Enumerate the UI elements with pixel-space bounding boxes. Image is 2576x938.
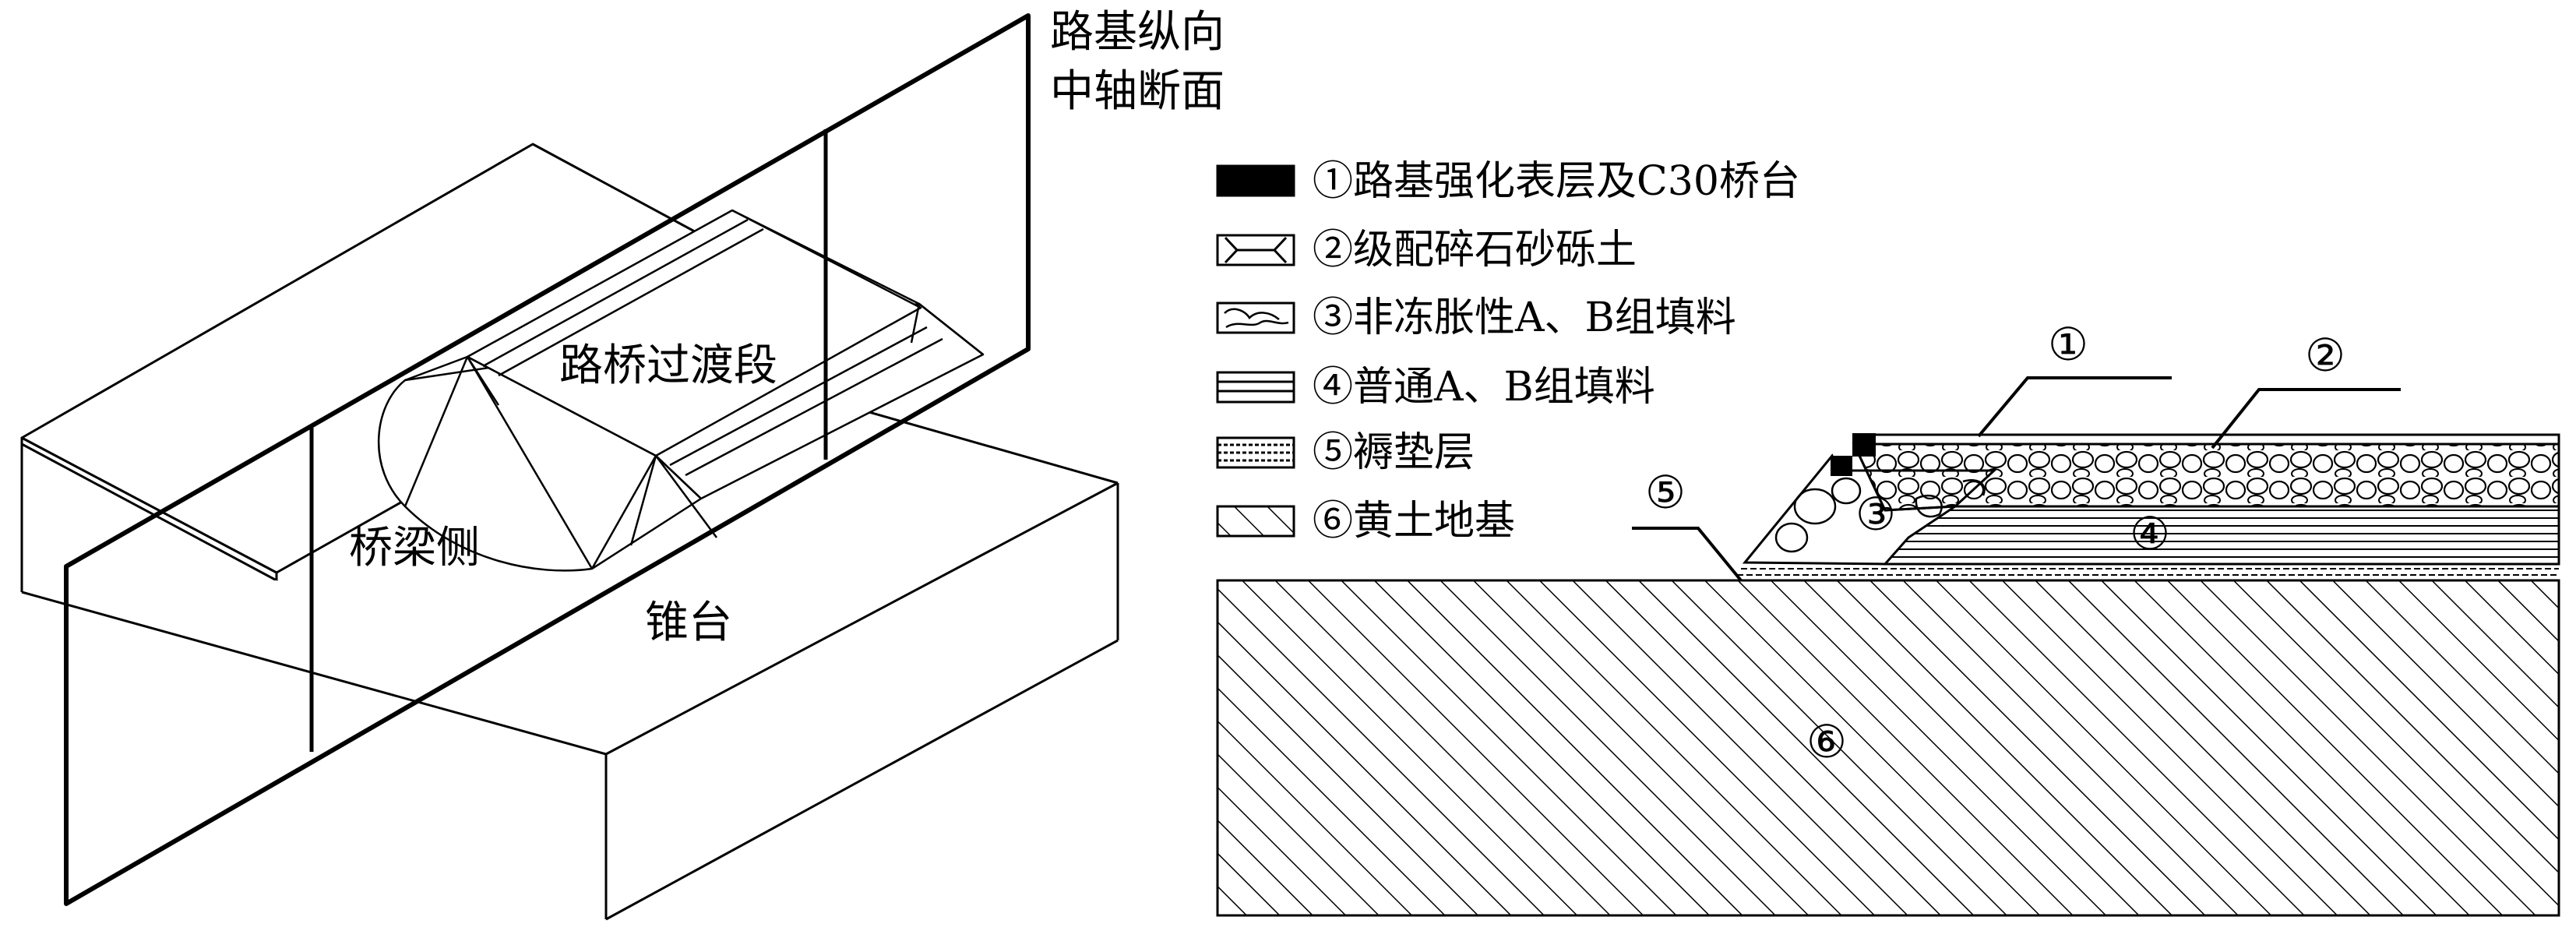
layer-loess-foundation <box>1216 579 2560 917</box>
layer-surface <box>1864 433 2560 446</box>
legend <box>1216 164 1295 538</box>
abutment-blocks <box>1831 433 1876 476</box>
cross-section <box>1216 376 2560 917</box>
callout-4: ④ <box>2130 507 2170 560</box>
legend-label-5: ⑤褥垫层 <box>1313 429 1475 476</box>
transition-wireframe <box>377 209 985 572</box>
legend-label-3: ③非冻胀性A、B组填料 <box>1313 294 1736 341</box>
callouts: ① ② ③ ④ ⑤ ⑥ <box>1645 318 2345 768</box>
callout-leaders <box>1632 376 2401 582</box>
isometric-view <box>20 13 1119 921</box>
section-plane <box>64 13 1031 906</box>
callout-2: ② <box>2305 329 2345 382</box>
legend-item-gravel <box>1216 234 1295 266</box>
legend-item-cushion <box>1216 436 1295 469</box>
legend-label-1: ①路基强化表层及C30桥台 <box>1313 158 1800 205</box>
section-label-line2: 中轴断面 <box>1050 66 1225 117</box>
callout-6: ⑥ <box>1806 715 1847 768</box>
legend-item-nonfrost <box>1216 302 1295 334</box>
legend-item-solid <box>1216 164 1295 197</box>
cone-label: 锥台 <box>645 598 732 648</box>
legend-label-4: ④普通A、B组填料 <box>1313 364 1655 411</box>
callout-3: ③ <box>1855 488 1896 541</box>
layer-ordinary-fill <box>1883 505 2560 566</box>
transition-label: 路桥过渡段 <box>559 340 777 391</box>
layer-graded-gravel <box>1852 443 2560 512</box>
legend-label-2: ②级配碎石砂砾土 <box>1313 227 1637 273</box>
roadbed-block <box>20 143 791 592</box>
callout-1: ① <box>2048 318 2088 371</box>
legend-item-lines <box>1216 371 1295 404</box>
legend-item-hatch <box>1216 505 1295 538</box>
section-label-line1: 路基纵向 <box>1050 7 1225 58</box>
callout-5: ⑤ <box>1645 466 1686 519</box>
legend-labels: ①路基强化表层及C30桥台 ②级配碎石砂砾土 ③非冻胀性A、B组填料 ④普通A、… <box>1313 158 1800 545</box>
layer-cushion <box>1737 568 2559 576</box>
bridge-side-label: 桥梁侧 <box>349 523 480 573</box>
legend-label-6: ⑥黄土地基 <box>1313 498 1515 545</box>
